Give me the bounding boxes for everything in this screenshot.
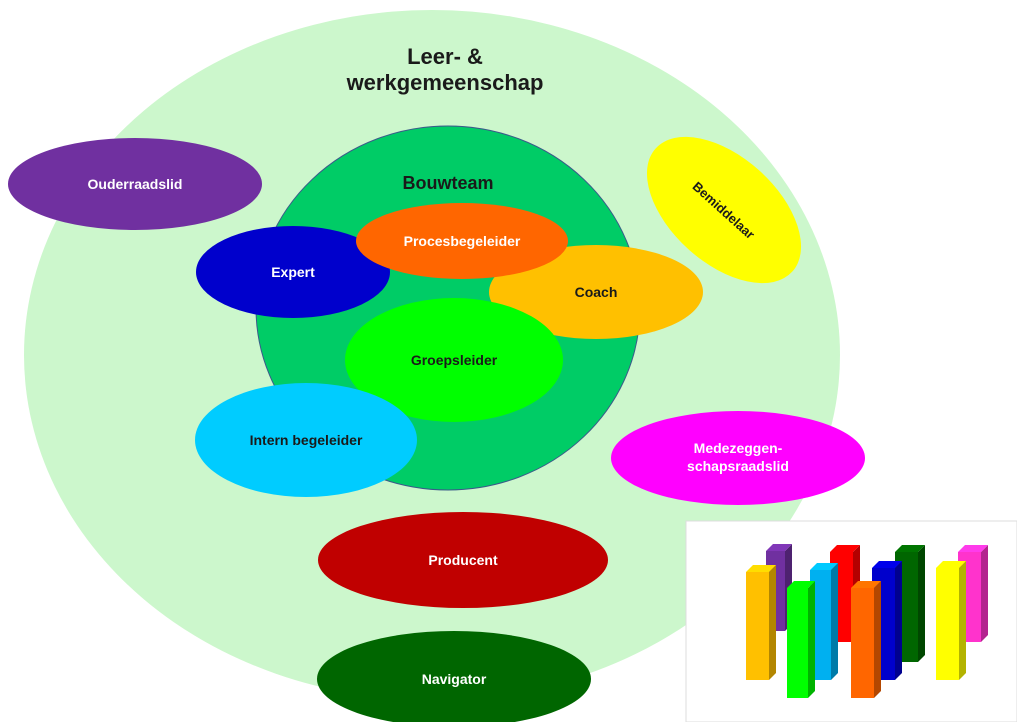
producent-ellipse — [318, 512, 608, 608]
groepsleider-label: Groepsleider — [411, 352, 498, 368]
bouwteam-title: Bouwteam — [402, 173, 493, 193]
outer-title-line-2: werkgemeenschap — [346, 70, 544, 95]
intern-begeleider-ellipse — [195, 383, 417, 497]
producent-role: Producent — [318, 512, 608, 608]
medezeggenschapsraadslid-role: Medezeggen- schapsraadslid — [611, 411, 865, 505]
logo-bar-top — [851, 581, 881, 588]
logo-bar — [810, 570, 831, 680]
expert-ellipse — [196, 226, 390, 318]
logo-bar-top — [830, 545, 860, 552]
bars-logo — [685, 520, 1017, 722]
logo-bar-top — [787, 581, 815, 588]
expert-label: Expert — [271, 264, 315, 280]
navigator-role: Navigator — [317, 631, 591, 722]
groepsleider-ellipse — [345, 298, 563, 422]
logo-bar-side — [981, 545, 988, 642]
procesbegeleider-role: Procesbegeleider — [356, 203, 568, 279]
logo-bar-top — [958, 545, 988, 552]
ouderraadslid-ellipse — [8, 138, 262, 230]
logo-bar-side — [769, 565, 776, 680]
coach-role: Coach — [489, 245, 703, 339]
logo-bar — [787, 588, 808, 698]
logo-bar-top — [766, 544, 792, 551]
logo-bar — [936, 568, 959, 680]
logo-bar-side — [959, 561, 966, 680]
producent-label: Producent — [428, 552, 498, 568]
navigator-label: Navigator — [422, 671, 487, 687]
bemiddelaar-ellipse — [646, 136, 802, 284]
logo-bar-top — [872, 561, 902, 568]
logo-bar-side — [874, 581, 881, 698]
medezeggenschapsraadslid-ellipse — [611, 411, 865, 505]
outer-title-line-1: Leer- & — [407, 44, 483, 69]
intern-begeleider-label: Intern begeleider — [250, 432, 363, 448]
logo-bar-side — [808, 581, 815, 698]
coach-label: Coach — [575, 284, 618, 300]
procesbegeleider-ellipse — [356, 203, 568, 279]
logo-bar-side — [895, 561, 902, 680]
groepsleider-role: Groepsleider — [345, 298, 563, 422]
navigator-ellipse — [317, 631, 591, 722]
logo-bars — [746, 544, 988, 698]
ouderraadslid-role: Ouderraadslid — [8, 138, 262, 230]
intern-begeleider-role: Intern begeleider — [195, 383, 417, 497]
logo-bar-side — [831, 563, 838, 680]
logo-bar-top — [810, 563, 838, 570]
logo-bar — [851, 588, 874, 698]
logo-bar-top — [895, 545, 925, 552]
logo-bar-top — [746, 565, 776, 572]
medezeggenschapsraadslid-label-line-1: Medezeggen- — [694, 440, 783, 456]
ouderraadslid-label: Ouderraadslid — [88, 176, 183, 192]
logo-bar-top — [936, 561, 966, 568]
logo-bar-side — [918, 545, 925, 662]
procesbegeleider-label: Procesbegeleider — [404, 233, 521, 249]
medezeggenschapsraadslid-label-line-2: schapsraadslid — [687, 458, 789, 474]
bemiddelaar-role: Bemiddelaar — [646, 136, 802, 284]
expert-role: Expert — [196, 226, 390, 318]
coach-ellipse — [489, 245, 703, 339]
logo-bar — [746, 572, 769, 680]
